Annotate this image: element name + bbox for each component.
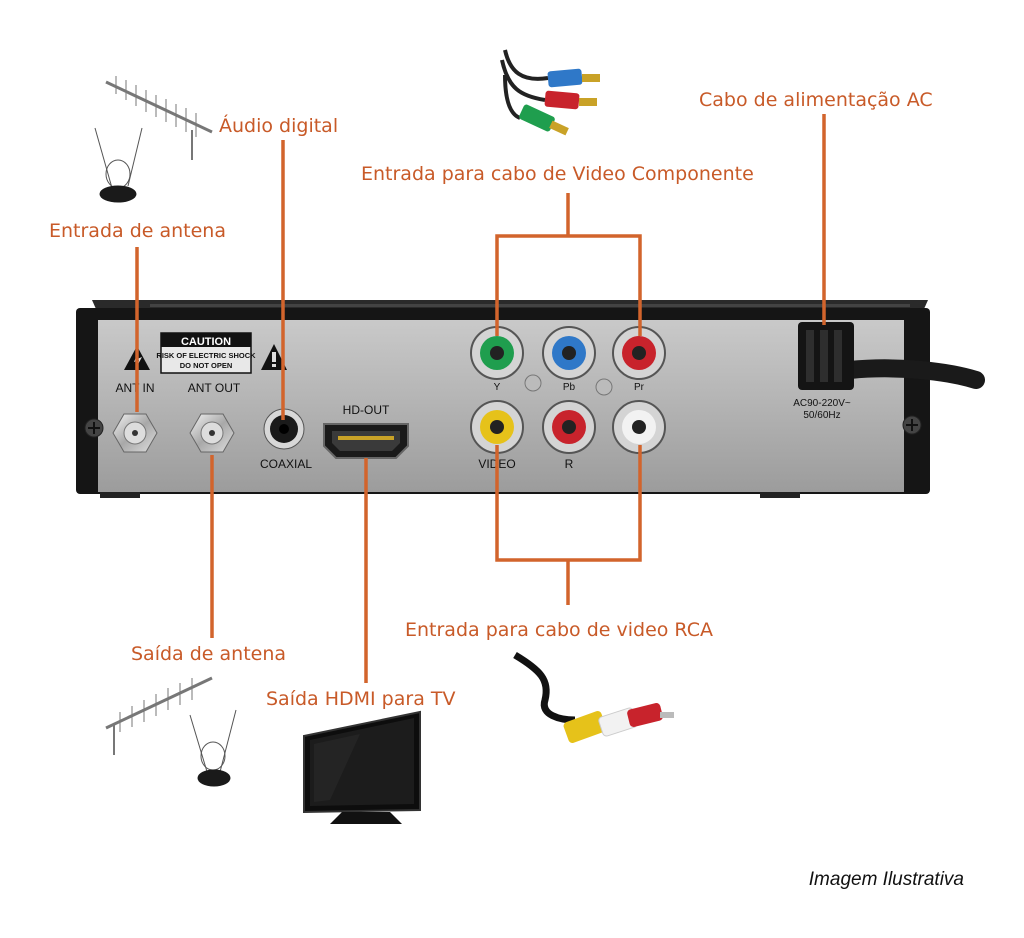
caution-line-2: DO NOT OPEN bbox=[180, 361, 233, 370]
rca-cable-illustration bbox=[513, 651, 674, 744]
coaxial-audio-jack bbox=[263, 408, 305, 450]
rca-jack-y bbox=[470, 326, 524, 380]
tv-illustration bbox=[303, 710, 421, 824]
pb-label: Pb bbox=[563, 382, 576, 393]
ant-out-connector bbox=[189, 413, 235, 453]
rca-jack-r bbox=[542, 400, 596, 454]
antenna-illustration-bottom bbox=[105, 676, 237, 787]
caution-title: CAUTION bbox=[181, 336, 231, 348]
label-ac-power: Cabo de alimentação AC bbox=[699, 89, 933, 111]
label-component-input: Entrada para cabo de Video Componente bbox=[361, 163, 754, 185]
ant-in-connector bbox=[112, 413, 158, 453]
foot-right bbox=[760, 492, 800, 498]
caution-line-1: RISK OF ELECTRIC SHOCK bbox=[156, 351, 256, 360]
power-rating-line-1: AC90-220V~ bbox=[793, 398, 851, 409]
leader-component-bracket bbox=[495, 234, 642, 336]
mount-bolt-2 bbox=[595, 378, 613, 396]
label-antenna-output: Saída de antena bbox=[131, 643, 286, 665]
foot-left bbox=[100, 492, 140, 498]
illustrative-image-note: Imagem Ilustrativa bbox=[809, 869, 964, 890]
y-label: Y bbox=[494, 382, 501, 393]
coaxial-label: COAXIAL bbox=[260, 457, 312, 471]
ant-in-label: ANT IN bbox=[115, 381, 154, 395]
rca-jack-pr bbox=[612, 326, 666, 380]
r-label: R bbox=[565, 457, 574, 471]
power-rating-line-2: 50/60Hz bbox=[803, 410, 840, 421]
rca-jack-l bbox=[612, 400, 666, 454]
hdmi-port bbox=[323, 423, 409, 459]
label-antenna-input: Entrada de antena bbox=[49, 220, 226, 242]
hd-out-label: HD-OUT bbox=[343, 403, 390, 417]
caution-label: CAUTION RISK OF ELECTRIC SHOCK DO NOT OP… bbox=[124, 332, 287, 374]
label-rca-input: Entrada para cabo de video RCA bbox=[405, 619, 713, 641]
label-digital-audio: Áudio digital bbox=[219, 114, 338, 137]
power-cord-connector bbox=[798, 322, 985, 390]
pr-label: Pr bbox=[634, 382, 645, 393]
antenna-illustration-top bbox=[94, 76, 213, 203]
component-cable-illustration bbox=[500, 49, 600, 136]
label-hdmi-output: Saída HDMI para TV bbox=[266, 688, 455, 710]
mount-bolt-1 bbox=[524, 374, 542, 392]
rca-jack-pb bbox=[542, 326, 596, 380]
ant-out-label: ANT OUT bbox=[188, 381, 241, 395]
